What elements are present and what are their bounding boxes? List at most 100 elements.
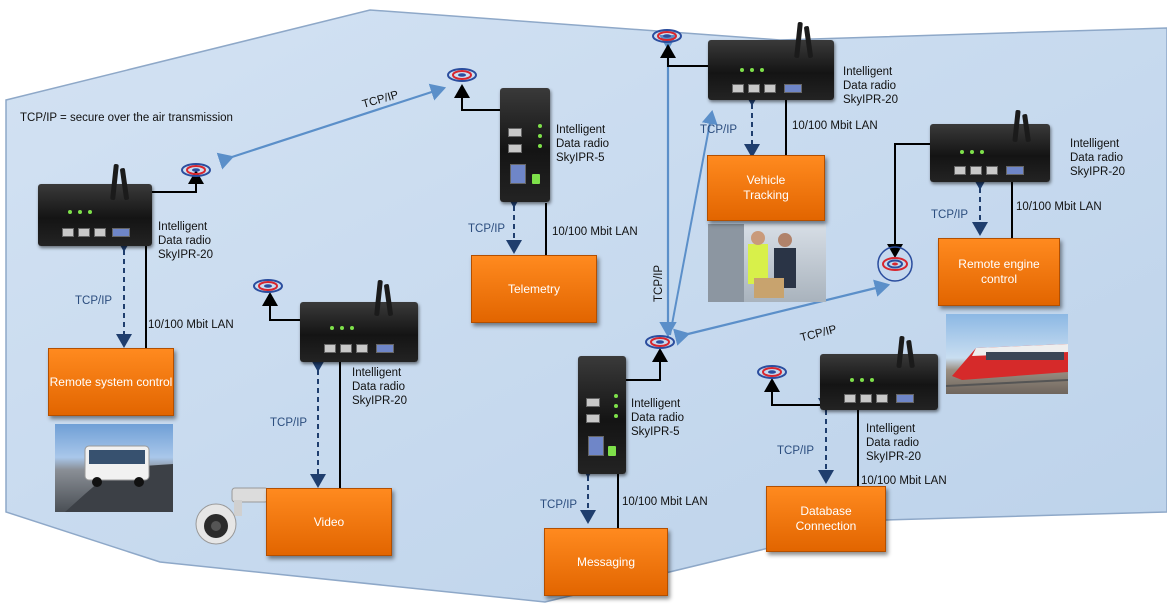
ethernet-port [508,128,522,137]
radio-model: SkyIPR-20 [1070,166,1125,178]
app-box-remote-system-control: Remote system control [48,348,174,416]
app-box-remote-engine-control: Remote engine control [938,238,1060,306]
serial-port [588,436,604,456]
ethernet-port [94,228,106,237]
antenna-cable [887,143,930,258]
status-led [850,378,854,382]
ethernet-port [970,166,982,175]
antenna-icon [447,68,477,82]
serial-port [510,164,526,184]
status-led [980,150,984,154]
radio-name: Intelligent Data radio [631,398,685,424]
status-led [538,124,542,128]
antenna-icon [652,29,682,43]
wireless-link [216,83,447,170]
ethernet-port [876,394,888,403]
radio-name: Intelligent Data radio [352,367,406,393]
ethernet-port [586,398,600,407]
ethernet-port [62,228,74,237]
radio-model: SkyIPR-20 [843,94,898,106]
tcpip-label: TCP/IP [75,295,113,307]
status-led [350,326,354,330]
ethernet-port [78,228,90,237]
radio-name: Intelligent Data radio [158,221,212,247]
ethernet-port [340,344,352,353]
antenna-icon [181,163,211,177]
status-led [860,378,864,382]
legend-note: TCP/IP = secure over the air transmissio… [20,112,233,124]
serial-port [896,394,914,403]
status-led [78,210,82,214]
ethernet-port [986,166,998,175]
wireless-link [673,279,891,346]
tcpip-link-label: TCP/IP [653,264,665,302]
radio-device-skyipr20 [300,279,418,362]
radio-device-skyipr5 [578,356,626,474]
status-led [760,68,764,72]
train-photo [946,314,1068,394]
antenna-cable [660,44,708,67]
lan-label: 10/100 Mbit LAN [792,120,878,132]
bus-photo [55,424,173,512]
radio-name: Intelligent Data radio [556,124,610,150]
radio-device-skyipr5 [500,88,550,202]
radio-model: SkyIPR-5 [631,426,680,438]
antenna-icon-circled [877,246,913,282]
status-led [614,414,618,418]
status-led [740,68,744,72]
radio-model: SkyIPR-20 [158,249,213,261]
connector [532,174,540,184]
status-led [340,326,344,330]
status-led [750,68,754,72]
antenna-cable [454,84,500,111]
ethernet-port [324,344,336,353]
tcpip-label: TCP/IP [700,124,738,136]
radio-name: Intelligent Data radio [1070,138,1124,164]
radio-model: SkyIPR-20 [352,395,407,407]
ethernet-port [954,166,966,175]
tcpip-label: TCP/IP [777,445,815,457]
radio-name: Intelligent Data radio [866,423,920,449]
app-box-database-connection: Database Connection [766,486,886,552]
status-led [538,144,542,148]
radio-model: SkyIPR-5 [556,152,605,164]
connector [608,446,616,456]
status-led [870,378,874,382]
radio-device-skyipr20 [38,163,152,246]
radio-model: SkyIPR-20 [866,451,921,463]
status-led [88,210,92,214]
ethernet-port [860,394,872,403]
radio-device-skyipr20 [820,335,938,410]
lan-label: 10/100 Mbit LAN [622,496,708,508]
lan-label: 10/100 Mbit LAN [552,226,638,238]
ethernet-port [586,414,600,423]
app-box-video: Video [266,488,392,556]
tcpip-label: TCP/IP [468,223,506,235]
status-led [614,404,618,408]
status-led [538,134,542,138]
serial-port [784,84,802,93]
radio-device-skyipr20 [708,21,834,100]
antenna-icon [645,335,675,349]
status-led [970,150,974,154]
ethernet-port [508,144,522,153]
ethernet-port [764,84,776,93]
ethernet-port [356,344,368,353]
ethernet-port [732,84,744,93]
ethernet-port [844,394,856,403]
radio-name: Intelligent Data radio [843,66,897,92]
status-led [330,326,334,330]
app-box-messaging: Messaging [544,528,668,596]
status-led [960,150,964,154]
tcpip-label: TCP/IP [540,499,578,511]
workers-photo [708,224,826,302]
app-box-vehicle-tracking: Vehicle Tracking [707,155,825,221]
radio-device-skyipr20 [930,109,1050,182]
lan-label: 10/100 Mbit LAN [1016,201,1102,213]
